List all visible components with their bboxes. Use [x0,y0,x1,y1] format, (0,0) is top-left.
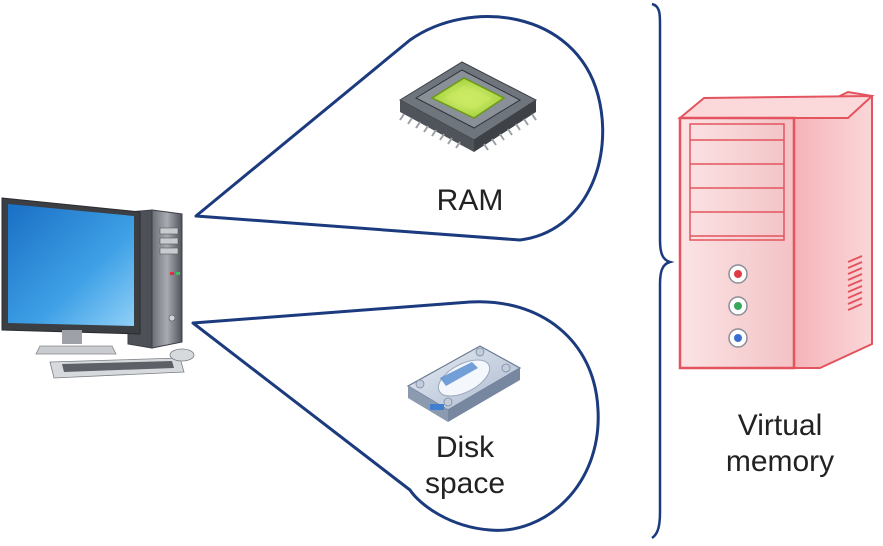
disk-space-label-line2: space [424,467,506,500]
curly-brace-icon [651,2,675,540]
ram-label: RAM [436,184,504,217]
virtual-memory-label-line2: memory [725,445,835,478]
disk-space-label-line1: Disk [435,431,495,464]
hard-disk-icon [406,345,522,422]
disk-space-label: Disk space [405,430,525,502]
ram-callout-balloon [194,15,605,242]
virtual-memory-label: Virtual memory [715,408,845,480]
virtual-memory-label-line1: Virtual [737,409,823,442]
server-tower-icon [677,90,875,370]
disk-callout-balloon [191,300,600,532]
ram-chip-icon [398,61,537,152]
desktop-computer-icon [1,197,195,379]
